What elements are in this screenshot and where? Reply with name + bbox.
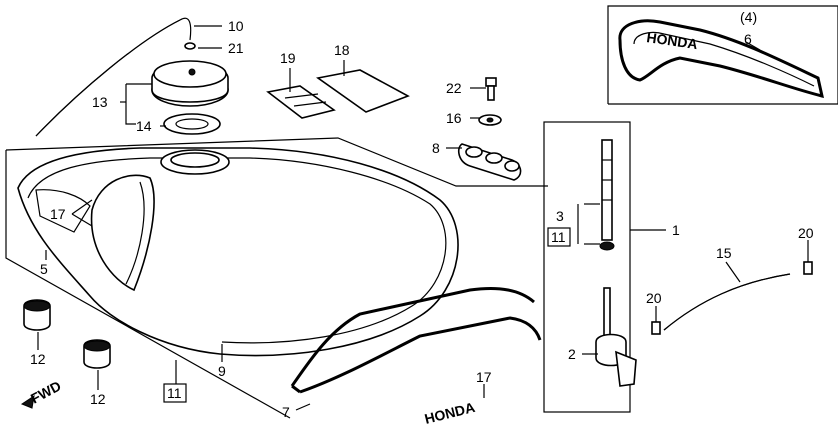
leader-13-bracket: [125, 84, 136, 125]
washer-16-hole: [486, 117, 494, 123]
callout-18: 18: [334, 42, 350, 58]
strainer-tube: [601, 139, 613, 241]
valve-pipe: [603, 287, 611, 337]
callout-17-left: 17: [50, 206, 66, 222]
callout-20-lower: 20: [646, 290, 662, 306]
leader-lines: [37, 25, 809, 411]
hose-clip-upper: [803, 261, 813, 275]
fwd-label: FWD: [28, 378, 64, 407]
boxed-11-left-frame: [163, 383, 187, 403]
washer-21: [184, 42, 196, 50]
pad-19-line-1: [284, 93, 319, 99]
callout-12-upper: 12: [30, 351, 46, 367]
filler-opening: [170, 152, 220, 168]
hose-clip-lower: [651, 321, 661, 335]
bolt-head: [485, 77, 497, 87]
cap-gasket-inner: [175, 118, 209, 130]
mount-hole-1: [465, 146, 483, 158]
valve-lever: [615, 350, 637, 387]
leader-7: [295, 403, 311, 411]
fwd-indicator: FWD: [20, 378, 64, 409]
callout-7: 7: [282, 404, 290, 420]
fuel-valve: [595, 287, 637, 387]
tank-knee-recess: [90, 174, 155, 292]
cushion-lower: [83, 339, 111, 369]
cushion-upper-top: [23, 300, 51, 312]
petcock-frame: [543, 121, 631, 413]
left-decal-panel: [35, 189, 91, 233]
fuel-tank: [17, 147, 459, 357]
callout-21: 21: [228, 40, 244, 56]
callout-16: 16: [446, 110, 462, 126]
cushion-upper: [23, 299, 51, 331]
callout-13: 13: [92, 94, 108, 110]
fuel-cap: [151, 60, 229, 107]
strip-lower: [299, 316, 542, 394]
leader-15: [725, 261, 741, 283]
recess-edge: [125, 181, 145, 285]
callout-10: 10: [228, 18, 244, 34]
fuel-hose: [663, 273, 791, 331]
cap-center: [188, 68, 196, 76]
fwd-arrow-icon: [20, 394, 35, 409]
fuel-hose-inner: [663, 273, 791, 331]
leader-17-left-b: [71, 213, 93, 227]
callout-11-right: 11: [551, 229, 566, 245]
callout-1: 1: [672, 222, 680, 238]
boxed-11-right-frame: [547, 227, 571, 247]
callout-19: 19: [280, 50, 296, 66]
callout-17-right: 17: [476, 369, 492, 385]
callout-12-lower: 12: [90, 391, 106, 407]
callout-14: 14: [136, 118, 152, 134]
petcock-strainer: [599, 139, 615, 251]
inset-decal-stripe: [633, 31, 815, 87]
main-frame-top: [5, 137, 548, 187]
inset-frame: [607, 5, 838, 105]
bolt-22: [485, 77, 497, 101]
pad-18: [316, 69, 410, 113]
strainer-oring: [599, 241, 615, 251]
rubber-mount: [457, 143, 522, 181]
main-frame-left: [5, 150, 291, 419]
cap-gasket: [163, 113, 221, 135]
callout-11-left: 11: [167, 385, 182, 401]
callout-22: 22: [446, 80, 462, 96]
main-honda-text: HONDA: [423, 399, 477, 427]
strip-end: [291, 384, 301, 394]
callout-5: 5: [40, 261, 48, 277]
callout-3: 3: [556, 208, 564, 224]
mount-hole-3: [504, 160, 520, 172]
tank-inner-line: [27, 157, 447, 344]
callout-8: 8: [432, 140, 440, 156]
leader-17-left: [71, 199, 93, 215]
leader-6: [745, 41, 761, 51]
strip-upper: [290, 287, 535, 387]
bolt-shank: [487, 85, 495, 101]
inset-decal-shape: [618, 19, 824, 99]
pad-19-line-2: [293, 101, 327, 107]
breather-tube-inner: [35, 19, 181, 137]
inset-honda-text: HONDA: [646, 29, 699, 52]
cushion-lower-top: [83, 340, 111, 352]
callout-9: 9: [218, 363, 226, 379]
callout-2: 2: [568, 346, 576, 362]
callout-4: (4): [740, 9, 757, 25]
callout-20-upper: 20: [798, 225, 814, 241]
decal-inset: HONDA: [607, 5, 838, 105]
callout-15: 15: [716, 245, 732, 261]
mount-hole-2: [485, 152, 503, 164]
callout-6: 6: [744, 31, 752, 47]
pad-19: [266, 85, 336, 119]
tank-outline: [17, 147, 459, 357]
